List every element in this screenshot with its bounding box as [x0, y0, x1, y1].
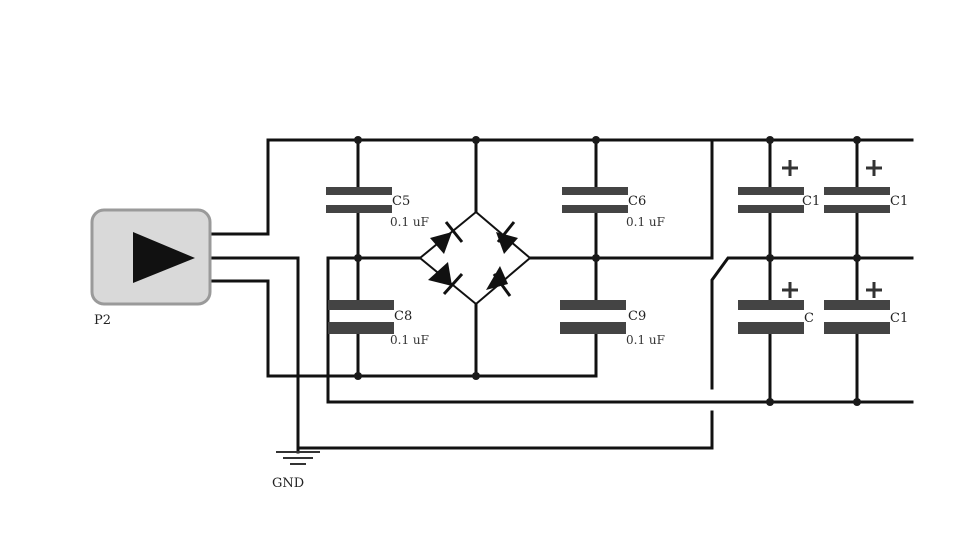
capacitor-c8[interactable]: C8 0.1 uF: [328, 300, 429, 347]
cap-plate: [560, 322, 626, 334]
ground-label: GND: [272, 476, 304, 491]
cap-value: 0.1 uF: [626, 333, 665, 347]
connector-ref: P2: [94, 313, 111, 328]
junction-node: [766, 254, 774, 262]
junction-node: [853, 254, 861, 262]
junction-node: [354, 136, 362, 144]
cap-ref: C5: [392, 194, 410, 209]
capacitor-c6[interactable]: C6 0.1 uF: [562, 187, 665, 229]
play-arrow-icon: [133, 232, 195, 283]
connector-p2[interactable]: P2: [90, 208, 212, 328]
junction-node: [766, 136, 774, 144]
cap-plate: [328, 300, 394, 310]
cap-plate: [738, 300, 804, 310]
diode: [428, 262, 464, 296]
wire-mid-left: [326, 256, 422, 404]
cap-value: 0.1 uF: [390, 333, 429, 347]
wire-p2-bot: [208, 279, 598, 378]
cap-ref: C9: [628, 309, 646, 324]
junction-node: [853, 398, 861, 406]
capacitor-electrolytic-1[interactable]: C1: [738, 160, 820, 213]
diode: [430, 221, 464, 254]
cap-plate: [738, 205, 804, 213]
cap-plate: [824, 205, 890, 213]
cap-plate: [328, 322, 394, 334]
cap-ref: C1: [802, 194, 820, 209]
capacitor-electrolytic-4[interactable]: C1: [824, 282, 908, 334]
junction-node: [354, 372, 362, 380]
cap-plate: [738, 322, 804, 334]
cap-plate: [824, 322, 890, 334]
cap-value: 0.1 uF: [390, 215, 429, 229]
bridge-rectifier[interactable]: [418, 210, 532, 306]
cap-plate: [326, 187, 392, 195]
cap-ref: C1: [890, 311, 908, 326]
junction-node: [766, 398, 774, 406]
cap-plate: [562, 205, 628, 213]
capacitor-c9[interactable]: C9 0.1 uF: [560, 300, 665, 347]
cap-plate: [560, 300, 626, 310]
junction-node: [853, 136, 861, 144]
ground-symbol[interactable]: GND: [272, 451, 320, 491]
wire-p2-top: [208, 138, 914, 236]
junction-nodes: [354, 136, 861, 406]
capacitor-electrolytic-3[interactable]: C: [738, 282, 814, 334]
canvas-edge: [914, 0, 960, 540]
capacitor-electrolytic-2[interactable]: C1: [824, 160, 908, 213]
cap-plate: [562, 187, 628, 195]
wire-right-mid: [710, 256, 914, 390]
cap-plate: [824, 300, 890, 310]
bridge-outline: [418, 210, 532, 306]
junction-node: [354, 254, 362, 262]
wires: [208, 138, 914, 454]
junction-node: [592, 254, 600, 262]
diode: [486, 266, 512, 297]
diode: [496, 221, 518, 254]
cap-value: 0.1 uF: [626, 215, 665, 229]
junction-node: [472, 372, 480, 380]
wire-mid-right: [528, 138, 714, 260]
junction-node: [472, 136, 480, 144]
junction-node: [592, 136, 600, 144]
cap-ref: C6: [628, 194, 646, 209]
cap-plate: [326, 205, 392, 213]
cap-ref: C1: [890, 194, 908, 209]
cap-ref: C: [804, 311, 814, 326]
cap-plate: [738, 187, 804, 195]
cap-plate: [824, 187, 890, 195]
capacitor-c5[interactable]: C5 0.1 uF: [326, 187, 429, 229]
cap-ref: C8: [394, 309, 412, 324]
wire-p2-mid: [208, 256, 714, 450]
